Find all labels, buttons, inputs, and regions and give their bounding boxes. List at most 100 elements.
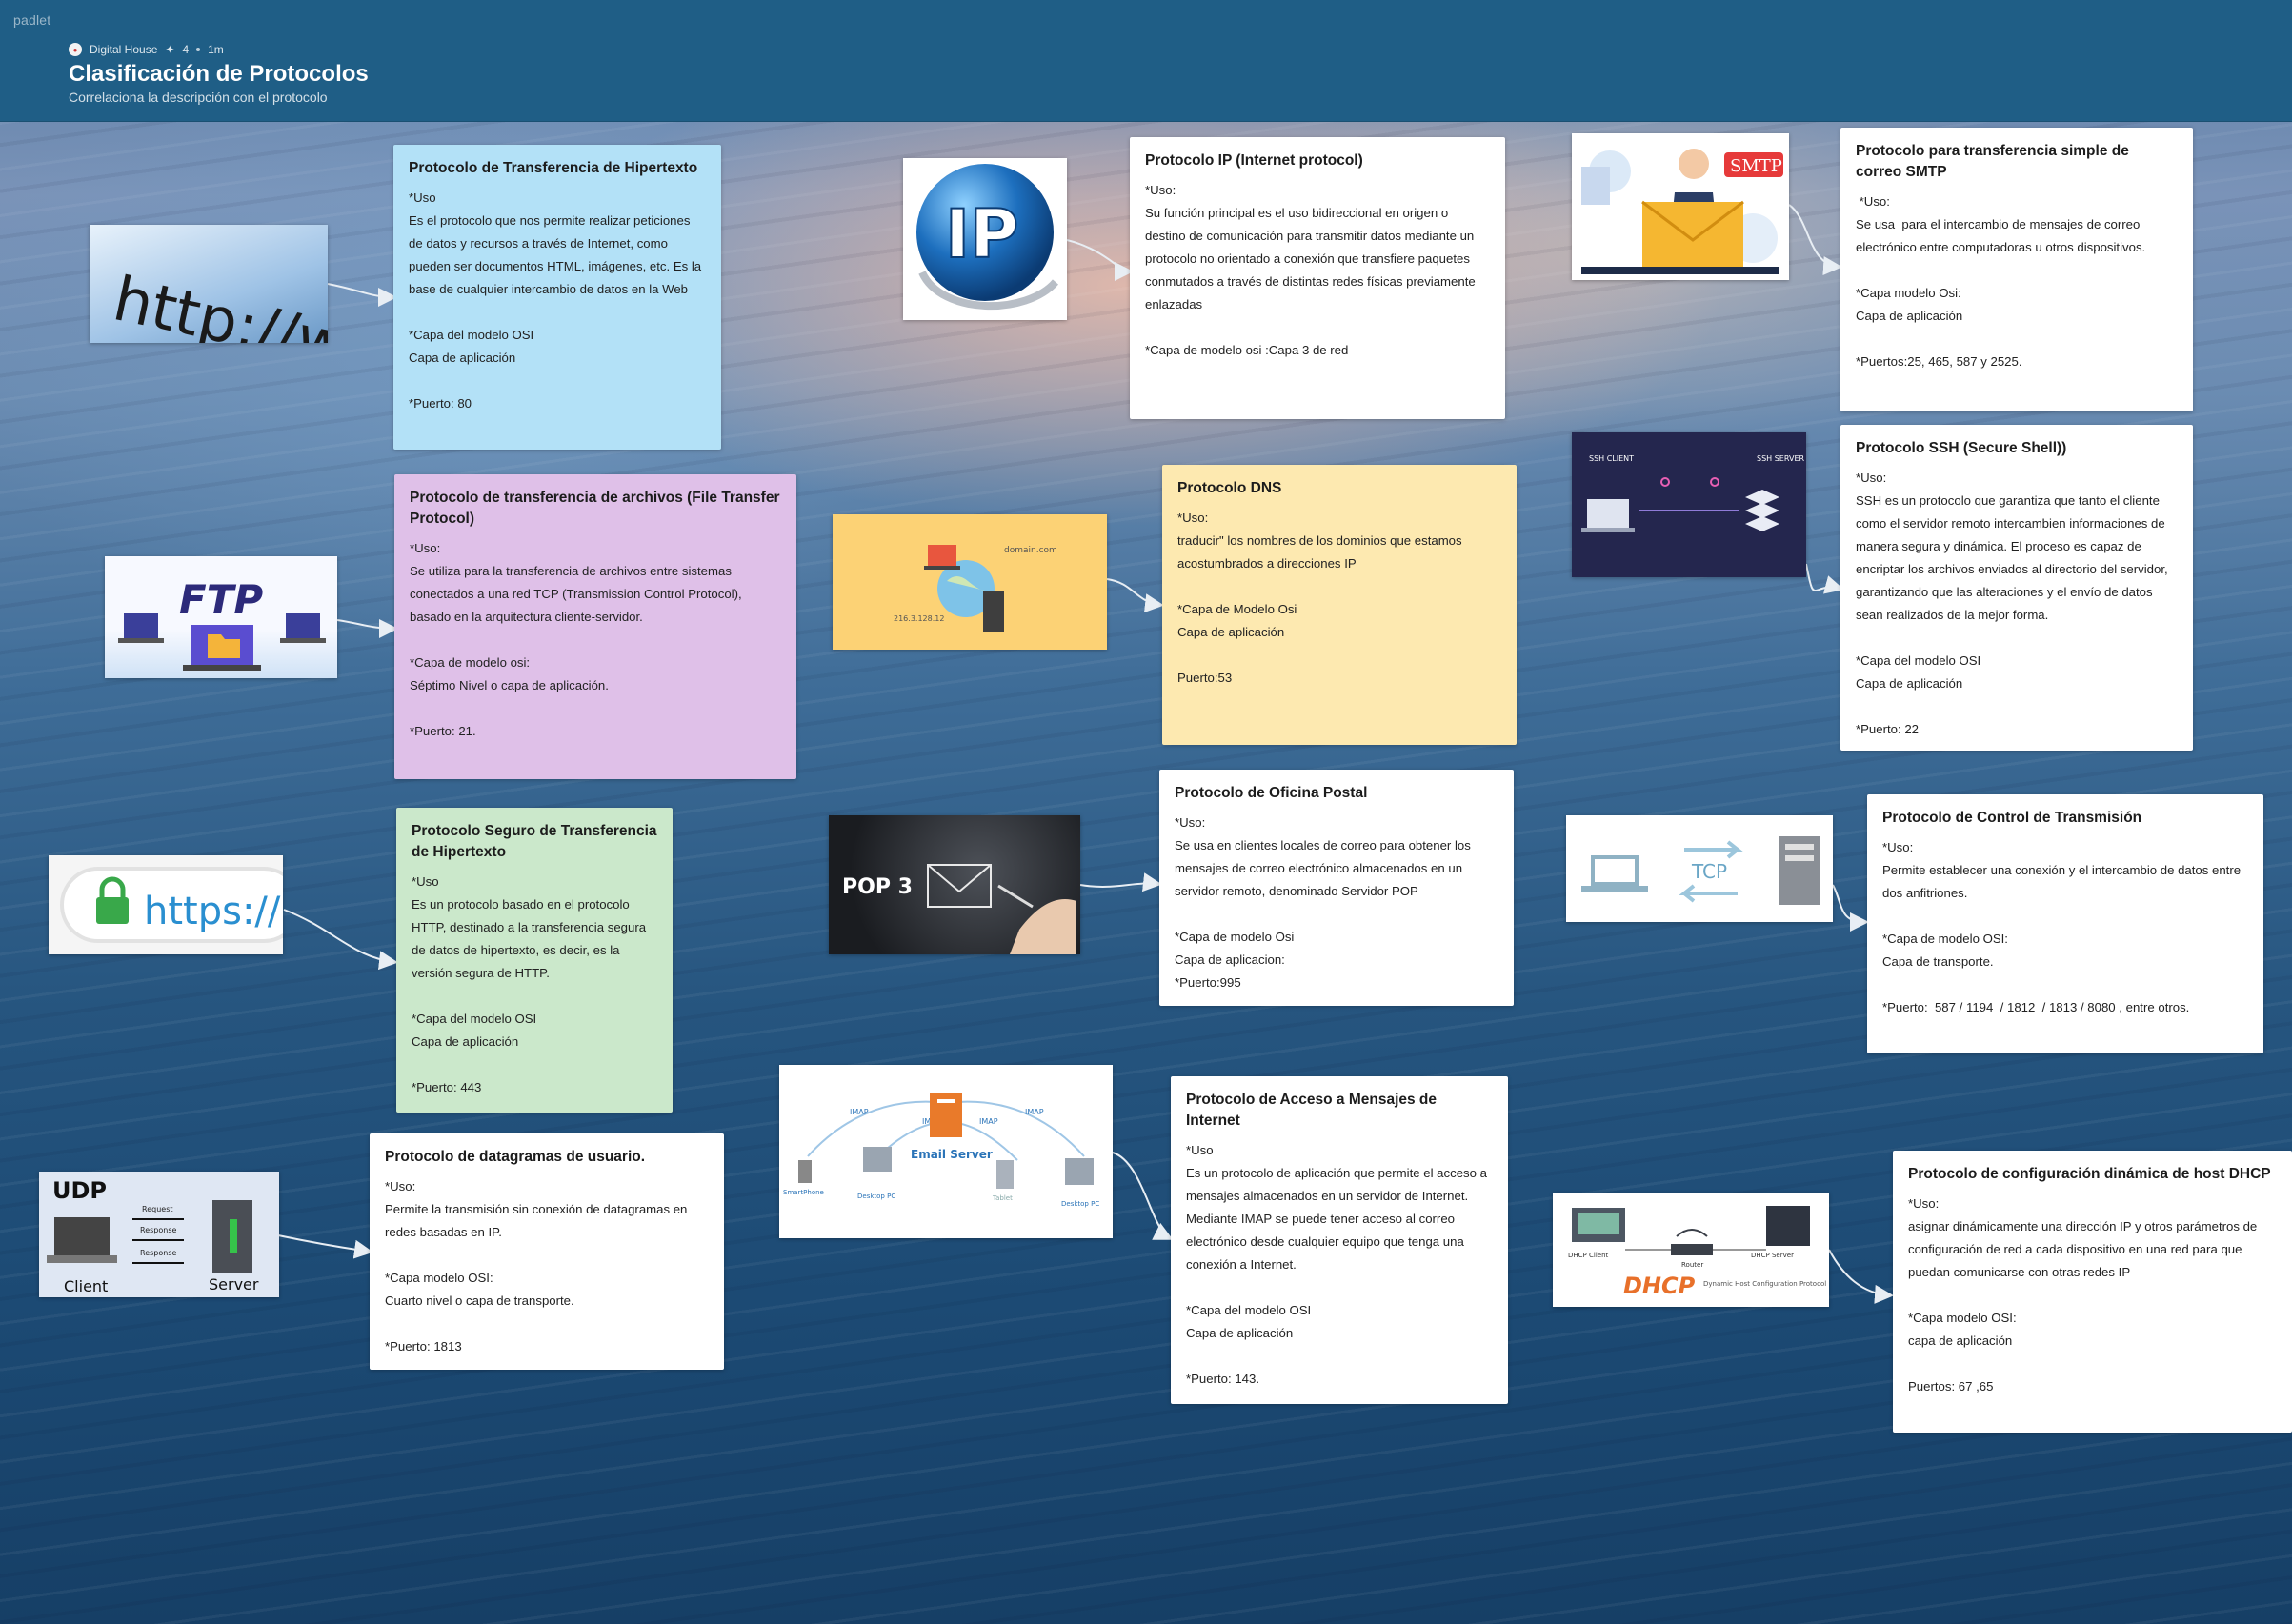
ip-graphic: IP — [916, 164, 1059, 310]
imap-label-4: IMAP — [1025, 1108, 1044, 1116]
card-title: Protocolo de Oficina Postal — [1175, 785, 1368, 801]
ftp-image[interactable]: FTP — [105, 556, 337, 678]
card-https[interactable]: Protocolo Seguro de Transferencia de Hip… — [396, 808, 673, 1113]
smtp-text: SMTP — [1730, 156, 1782, 176]
card-title: Protocolo SSH (Secure Shell)) — [1856, 440, 2067, 456]
imap-graphic: IMAP IMAP IMAP IMAP Email Server SmartPh… — [783, 1093, 1099, 1208]
ip-globe-image[interactable]: IP — [903, 158, 1067, 320]
author-name[interactable]: Digital House — [90, 43, 158, 56]
card-title: Protocolo para transferencia simple de c… — [1856, 143, 2129, 180]
card-body: *Uso: Se utiliza para la transferencia d… — [410, 541, 742, 738]
https-image[interactable]: https:// — [49, 855, 283, 954]
udp-image[interactable]: UDP Request Response Response Client Ser… — [39, 1172, 279, 1297]
dhcp-server-label: DHCP Server — [1751, 1252, 1794, 1259]
card-body: *Uso: Permite la transmisión sin conexió… — [385, 1179, 688, 1353]
padlet-logo[interactable]: padlet — [13, 12, 51, 28]
ftp-text: FTP — [179, 576, 263, 623]
dns-graphic: domain.com 216.3.128.12 — [894, 545, 1057, 632]
card-body: *Uso: Su función principal es el uso bid… — [1145, 183, 1476, 357]
dhcp-router-label: Router — [1681, 1261, 1703, 1269]
card-title: Protocolo de Acceso a Mensajes de Intern… — [1186, 1092, 1438, 1129]
udp-graphic: UDP Request Response Response Client Ser… — [47, 1177, 259, 1295]
card-http[interactable]: Protocolo de Transferencia de Hipertexto… — [393, 145, 721, 450]
card-title: Protocolo de transferencia de archivos (… — [410, 490, 780, 527]
pop3-graphic: POP 3 — [842, 864, 1076, 954]
tcp-text: TCP — [1691, 860, 1727, 883]
dns-image[interactable]: domain.com 216.3.128.12 — [833, 514, 1107, 650]
card-pop[interactable]: Protocolo de Oficina Postal *Uso: Se usa… — [1159, 770, 1514, 1006]
http-image[interactable]: http://www — [90, 225, 328, 343]
page-subtitle: Correlaciona la descripción con el proto… — [69, 90, 328, 105]
star-icon: ✦ — [165, 43, 175, 56]
card-imap[interactable]: Protocolo de Acceso a Mensajes de Intern… — [1171, 1076, 1508, 1404]
https-text: https:// — [144, 890, 281, 933]
udp-client-label: Client — [64, 1277, 108, 1295]
dns-ip-text: 216.3.128.12 — [894, 614, 944, 623]
card-ip[interactable]: Protocolo IP (Internet protocol) *Uso: S… — [1130, 137, 1505, 419]
udp-request-label: Request — [142, 1205, 173, 1213]
card-title: Protocolo de Control de Transmisión — [1882, 810, 2142, 826]
http-graphic: http://www — [108, 264, 328, 343]
ip-text: IP — [945, 195, 1018, 273]
https-graphic: https:// — [60, 867, 283, 943]
ftp-graphic: FTP — [118, 576, 326, 671]
card-smtp[interactable]: Protocolo para transferencia simple de c… — [1840, 128, 2193, 411]
separator-dot — [196, 48, 201, 51]
card-body: *Uso Es un protocolo de aplicación que p… — [1186, 1143, 1487, 1386]
card-title: Protocolo de configuración dinámica de h… — [1908, 1166, 2271, 1182]
top-bar: padlet ● Digital House ✦ 4 1m Clasificac… — [0, 0, 2292, 122]
imap-label-3: IMAP — [979, 1117, 998, 1126]
ssh-server-label: SSH SERVER — [1757, 454, 1804, 463]
dhcp-subtitle: Dynamic Host Configuration Protocol — [1703, 1280, 1826, 1288]
imap-image[interactable]: IMAP IMAP IMAP IMAP Email Server SmartPh… — [779, 1065, 1113, 1238]
card-tcp[interactable]: Protocolo de Control de Transmisión *Uso… — [1867, 794, 2263, 1053]
card-body: *Uso: Se usa para el intercambio de mens… — [1856, 194, 2146, 369]
dhcp-client-label: DHCP Client — [1568, 1252, 1609, 1259]
card-body: *Uso: Permite establecer una conexión y … — [1882, 840, 2242, 1014]
desktop-pc-label-1: Desktop PC — [857, 1193, 895, 1200]
card-title: Protocolo Seguro de Transferencia de Hip… — [412, 823, 657, 860]
card-body: *Uso: Se usa en clientes locales de corr… — [1175, 815, 1471, 990]
card-ssh[interactable]: Protocolo SSH (Secure Shell)) *Uso: SSH … — [1840, 425, 2193, 751]
page-title: Clasificación de Protocolos — [69, 61, 369, 87]
tablet-label: Tablet — [992, 1194, 1013, 1202]
udp-response-label-2: Response — [140, 1249, 177, 1257]
card-dhcp[interactable]: Protocolo de configuración dinámica de h… — [1893, 1151, 2292, 1433]
ssh-graphic: SSH CLIENT SSH SERVER — [1581, 454, 1804, 532]
card-body: *Uso: SSH es un protocolo que garantiza … — [1856, 471, 2168, 736]
card-title: Protocolo de datagramas de usuario. — [385, 1149, 646, 1165]
padlet-meta: ● Digital House ✦ 4 1m — [69, 43, 224, 56]
smtp-image[interactable]: SMTP — [1572, 133, 1789, 280]
card-title: Protocolo IP (Internet protocol) — [1145, 152, 1363, 169]
dhcp-image[interactable]: DHCP Client Router DHCP Server DHCP Dyna… — [1553, 1193, 1829, 1307]
card-body: *Uso Es el protocolo que nos permite rea… — [409, 190, 702, 411]
author-avatar[interactable]: ● — [69, 43, 82, 56]
dns-domain-text: domain.com — [1004, 546, 1057, 555]
smartphone-label: SmartPhone — [783, 1189, 824, 1196]
tcp-image[interactable]: TCP — [1566, 815, 1833, 922]
card-title: Protocolo DNS — [1177, 480, 1282, 496]
udp-text: UDP — [52, 1177, 107, 1204]
pop3-image[interactable]: POP 3 — [829, 815, 1080, 954]
dhcp-text: DHCP — [1623, 1273, 1696, 1299]
updated-time: 1m — [208, 43, 224, 56]
pop3-text: POP 3 — [842, 875, 913, 899]
http-text: http://www — [108, 264, 328, 343]
smtp-graphic: SMTP — [1581, 149, 1783, 274]
card-dns[interactable]: Protocolo DNS *Uso: traducir" los nombre… — [1162, 465, 1517, 745]
ssh-client-label: SSH CLIENT — [1589, 454, 1634, 463]
ssh-image[interactable]: SSH CLIENT SSH SERVER — [1572, 432, 1806, 577]
dhcp-graphic: DHCP Client Router DHCP Server DHCP Dyna… — [1568, 1206, 1826, 1299]
email-server-label: Email Server — [911, 1148, 993, 1161]
card-udp[interactable]: Protocolo de datagramas de usuario. *Uso… — [370, 1133, 724, 1370]
tcp-graphic: TCP — [1581, 836, 1820, 905]
imap-label-1: IMAP — [850, 1108, 869, 1116]
card-body: *Uso Es un protocolo basado en el protoc… — [412, 874, 647, 1094]
card-title: Protocolo de Transferencia de Hipertexto — [409, 160, 698, 176]
like-count: 4 — [182, 43, 190, 56]
desktop-pc-label-2: Desktop PC — [1061, 1200, 1099, 1208]
card-body: *Uso: asignar dinámicamente una direcció… — [1908, 1196, 2258, 1393]
udp-server-label: Server — [209, 1275, 259, 1293]
card-ftp[interactable]: Protocolo de transferencia de archivos (… — [394, 474, 796, 779]
udp-response-label-1: Response — [140, 1226, 177, 1234]
